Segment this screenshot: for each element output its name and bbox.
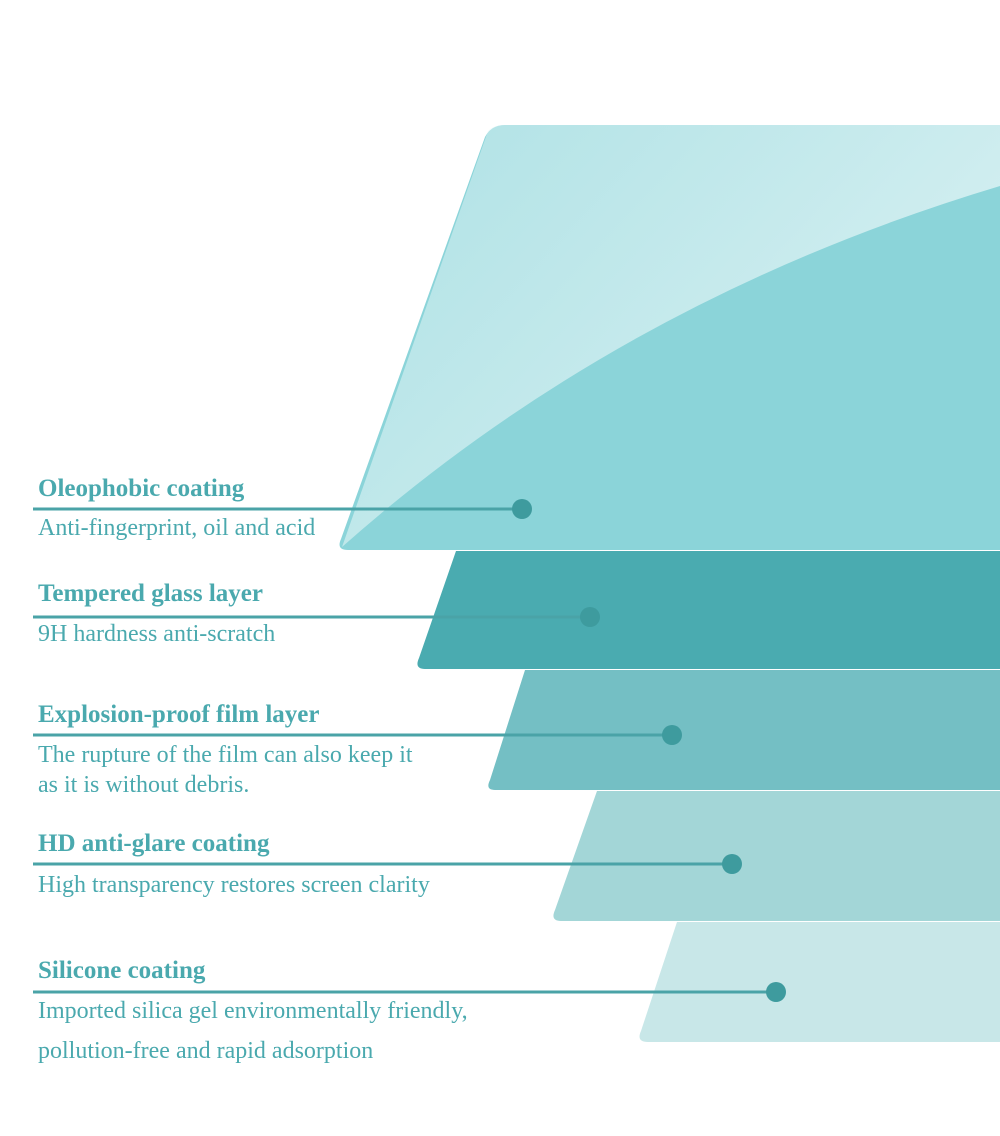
tempered-desc: 9H hardness anti-scratch	[38, 621, 276, 647]
silicone-desc-line-1: Imported silica gel environmentally frie…	[38, 998, 468, 1024]
oleophobic-leader-dot	[512, 499, 532, 519]
tempered-label: Tempered glass layer 9H hardness anti-sc…	[38, 579, 275, 649]
explosion-proof-layer	[488, 670, 1000, 790]
oleophobic-label: Oleophobic coating Anti-fingerprint, oil…	[38, 474, 315, 543]
silicone-label: Silicone coating Imported silica gel env…	[38, 956, 468, 1066]
antiglare-label: HD anti-glare coating High transparency …	[38, 829, 430, 900]
explosion-desc-line-1: The rupture of the film can also keep it	[38, 742, 413, 768]
silicone-title: Silicone coating	[38, 957, 206, 984]
explosion-label: Explosion-proof film layer The rupture o…	[38, 700, 413, 800]
antiglare-leader-dot	[722, 854, 742, 874]
explosion-title: Explosion-proof film layer	[38, 701, 320, 728]
tempered-leader-dot	[580, 607, 600, 627]
oleophobic-title: Oleophobic coating	[38, 475, 245, 502]
silicone-desc-line-2: pollution-free and rapid adsorption	[38, 1038, 374, 1064]
silicone-leader-dot	[766, 982, 786, 1002]
oleophobic-desc: Anti-fingerprint, oil and acid	[38, 515, 316, 541]
antiglare-desc: High transparency restores screen clarit…	[38, 872, 430, 898]
explosion-desc-line-2: as it is without debris.	[38, 772, 250, 798]
silicone-layer	[639, 922, 1000, 1042]
oleophobic-highlight	[342, 125, 1000, 547]
explosion-leader-dot	[662, 725, 682, 745]
tempered-title: Tempered glass layer	[38, 580, 263, 607]
antiglare-layer	[553, 791, 1000, 921]
antiglare-title: HD anti-glare coating	[38, 830, 270, 857]
tempered-glass-layer	[417, 551, 1000, 669]
